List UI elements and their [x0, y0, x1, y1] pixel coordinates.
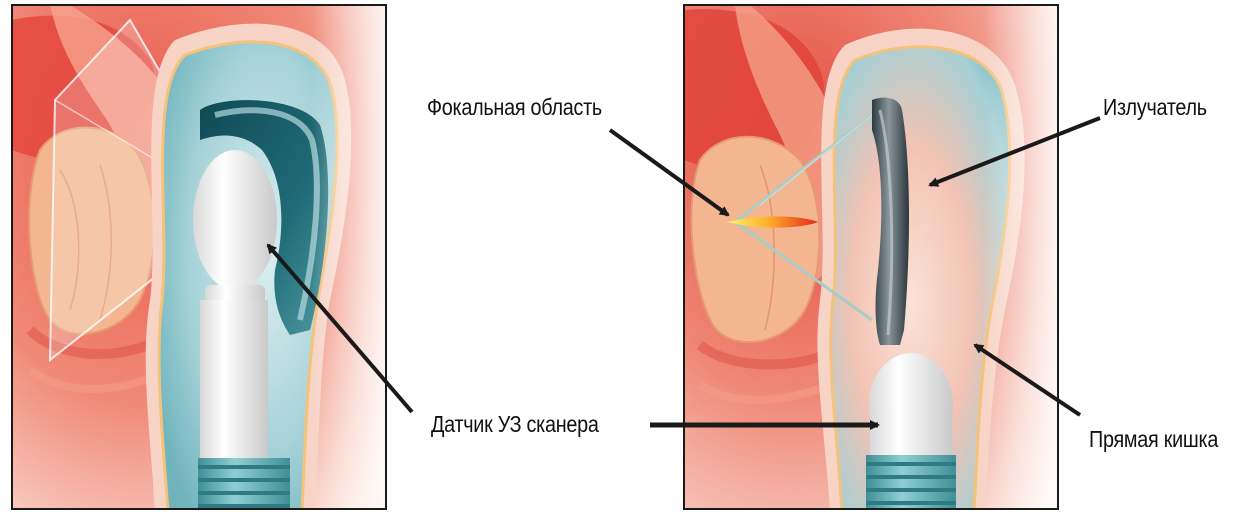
label-ultrasound-probe: Датчик УЗ сканера	[431, 413, 599, 436]
label-emitter: Излучатель	[1103, 96, 1207, 119]
right-panel	[684, 5, 1058, 512]
label-rectum: Прямая кишка	[1089, 428, 1218, 451]
label-focal-area: Фокальная область	[427, 96, 602, 119]
left-panel	[12, 5, 386, 512]
